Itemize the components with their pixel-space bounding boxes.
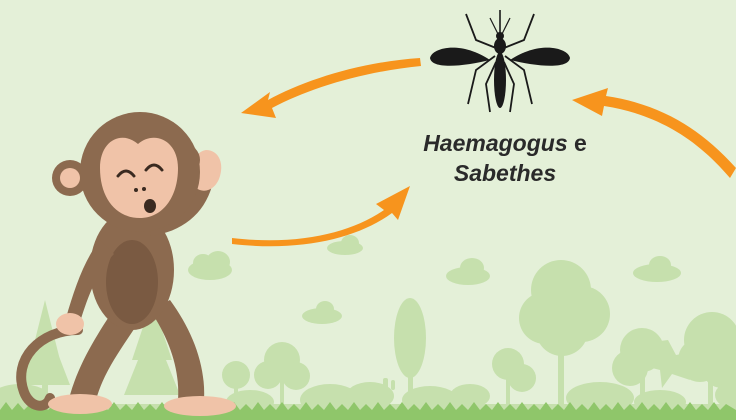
mosquito-icon [430, 10, 570, 112]
arrow-mosquito-to-monkey [241, 58, 421, 118]
cloud-icon [302, 301, 342, 324]
conjunction-label: e [574, 130, 587, 156]
genus-name-2: Sabethes [454, 160, 556, 186]
arrow-monkey-to-mosquito [232, 186, 410, 246]
mosquito-genus-caption: Haemagogus e Sabethes [390, 128, 620, 188]
cloud-icon [633, 256, 681, 282]
genus-name-1: Haemagogus [423, 130, 567, 156]
cloud-icon [188, 251, 232, 280]
cloud-icon [446, 258, 490, 285]
tree-icon [492, 348, 536, 410]
